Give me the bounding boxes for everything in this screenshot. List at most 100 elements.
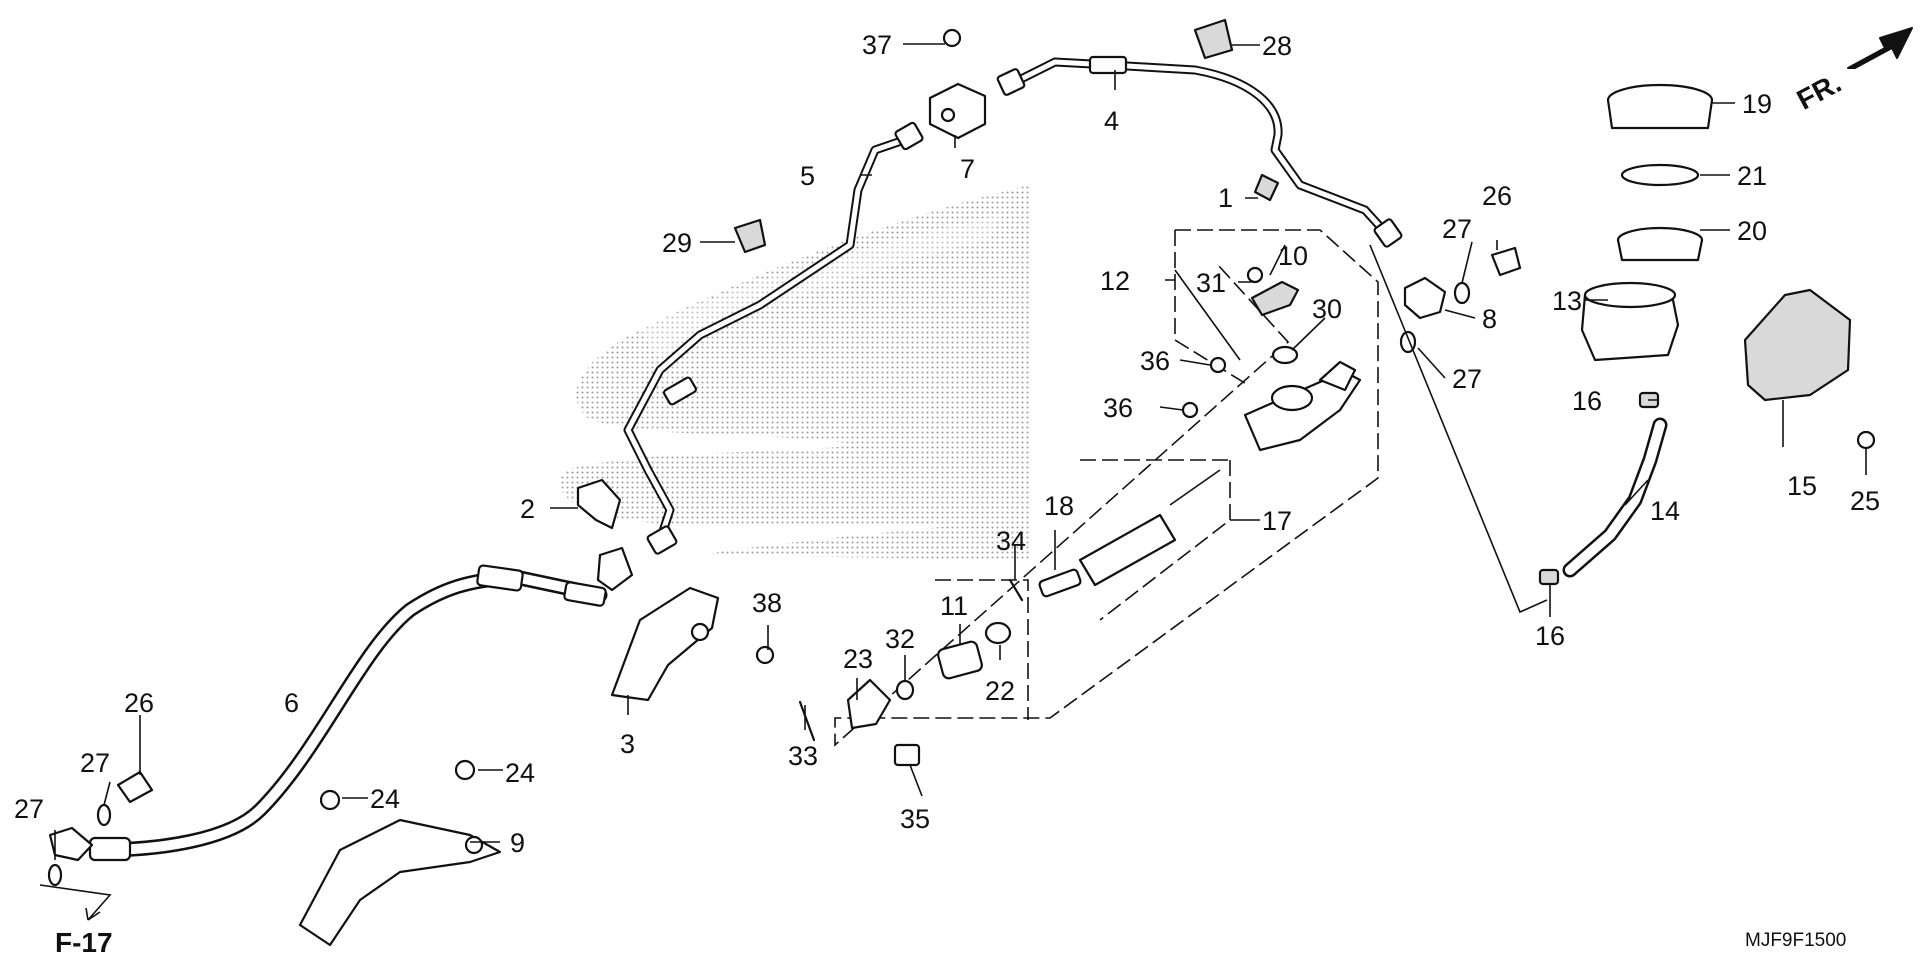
callout-12: 12 [1100, 266, 1130, 296]
bolt-36-a [1209, 356, 1227, 374]
callout-1: 1 [1218, 183, 1233, 213]
callout-26-right: 26 [1482, 181, 1512, 211]
hose-fitting [88, 836, 132, 862]
diaphragm-20 [1616, 226, 1704, 262]
pipe-nut [996, 68, 1026, 96]
callout-36-bottom: 36 [1103, 393, 1133, 423]
callout-23: 23 [843, 644, 873, 674]
hose-sleeve [476, 564, 524, 592]
callout-21: 21 [1737, 161, 1767, 191]
callout-20: 20 [1737, 216, 1767, 246]
callout-8: 8 [1482, 304, 1497, 334]
callout-26-left: 26 [124, 688, 154, 718]
callout-34: 34 [996, 526, 1026, 556]
callout-5: 5 [800, 161, 815, 191]
joint-8 [1403, 276, 1447, 320]
washer-27-d [47, 863, 63, 887]
pin-34 [1008, 578, 1024, 602]
callout-36-top: 36 [1140, 346, 1170, 376]
callout-2: 2 [520, 494, 535, 524]
o-ring-30 [1271, 345, 1299, 365]
clamp-28 [1193, 18, 1234, 60]
joint-7 [928, 82, 987, 140]
callout-37: 37 [862, 30, 892, 60]
callout-19: 19 [1742, 89, 1772, 119]
bolt-37 [942, 28, 962, 48]
callout-32: 32 [885, 624, 915, 654]
callout-15: 15 [1787, 471, 1817, 501]
callout-14: 14 [1650, 496, 1680, 526]
callout-10: 10 [1278, 241, 1308, 271]
front-marker-label: FR. [1792, 67, 1846, 116]
pipe-nut [894, 121, 924, 151]
callout-22: 22 [985, 676, 1015, 706]
callout-3: 3 [620, 729, 635, 759]
joint-10 [1250, 280, 1300, 317]
bolt-26-b [116, 770, 154, 804]
callout-numbers: 1 2 3 4 5 6 7 8 9 10 11 12 13 14 15 16 1… [14, 30, 1880, 858]
banjo-fitting [48, 826, 94, 862]
callout-6: 6 [284, 688, 299, 718]
callout-17: 17 [1262, 506, 1292, 536]
reservoir-13 [1580, 281, 1680, 362]
nut-32 [895, 679, 915, 701]
callout-27-b: 27 [1452, 364, 1482, 394]
pipe-sleeve [1088, 55, 1128, 75]
callout-16-bottom: 16 [1535, 621, 1565, 651]
callout-33: 33 [788, 741, 818, 771]
cover-15 [1743, 288, 1852, 402]
boot-23 [846, 678, 892, 730]
spring-17 [1078, 469, 1221, 587]
bracket-2 [576, 478, 634, 592]
front-direction-arrow: FR. [1792, 27, 1913, 116]
bolt-38 [755, 645, 775, 665]
push-rod-18 [1038, 568, 1082, 598]
callout-35: 35 [900, 804, 930, 834]
callout-30: 30 [1312, 294, 1342, 324]
callout-24-right: 24 [505, 758, 535, 788]
bracket-9 [298, 818, 502, 947]
drawing-code: MJF9F1500 [1745, 930, 1846, 951]
hose-fitting [563, 581, 607, 607]
callout-27-d: 27 [14, 794, 44, 824]
cap-19 [1606, 83, 1714, 130]
leader-lines [39, 43, 1867, 921]
bolt-24-b [454, 759, 476, 781]
clutch-pipe [623, 55, 1403, 555]
callout-27-c: 27 [80, 748, 110, 778]
callout-9: 9 [510, 828, 525, 858]
bolt-24-a [319, 789, 341, 811]
bolt-31 [1246, 266, 1264, 284]
pin-33 [798, 700, 816, 742]
clamp-1 [1253, 173, 1280, 202]
callout-29: 29 [662, 228, 692, 258]
callout-4: 4 [1104, 106, 1119, 136]
callout-18: 18 [1044, 491, 1074, 521]
callout-38: 38 [752, 588, 782, 618]
cross-reference-label: F-17 [55, 927, 113, 958]
pipe-nut [1373, 218, 1403, 248]
callout-16-top: 16 [1572, 386, 1602, 416]
callout-28: 28 [1262, 31, 1292, 61]
switch-35 [893, 743, 921, 767]
plate-21 [1620, 163, 1700, 187]
bracket-3 [610, 586, 720, 702]
pipe-nut [646, 525, 678, 555]
callout-27-a: 27 [1442, 214, 1472, 244]
clutch-hose [48, 564, 608, 862]
callout-24-left: 24 [370, 784, 400, 814]
callout-7: 7 [960, 154, 975, 184]
logo-watermark [560, 185, 1030, 560]
callout-13: 13 [1552, 286, 1582, 316]
master-cylinder [1243, 360, 1362, 452]
washer-27-c [96, 803, 112, 827]
ring-22 [984, 621, 1012, 645]
callout-11: 11 [940, 591, 968, 621]
callout-25: 25 [1850, 486, 1880, 516]
callout-31: 31 [1196, 268, 1226, 298]
reservoir-hose [1562, 417, 1668, 578]
clip-16-bottom [1538, 568, 1560, 586]
washer-27-a [1453, 281, 1471, 305]
